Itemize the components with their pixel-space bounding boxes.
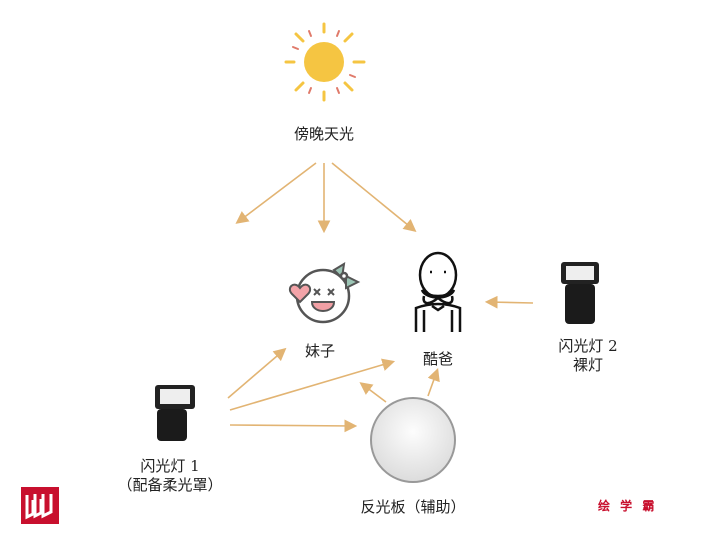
arrow-flash2-dad — [484, 295, 534, 309]
arrow-sky-left — [235, 162, 317, 224]
dad-label: 酷爸 — [422, 350, 453, 368]
girl-icon — [288, 262, 361, 324]
brand-text: 绘 学 霸 — [598, 499, 658, 513]
flash-1-icon — [155, 385, 195, 441]
flash-1-title: 闪光灯 1 — [140, 457, 200, 475]
arrow-flash1-reflector — [229, 419, 358, 433]
light-arrows — [227, 162, 534, 433]
flash-2-label: 闪光灯 2 裸灯 — [545, 337, 631, 375]
flash-1-label: 闪光灯 1 （配备柔光罩） — [105, 457, 235, 495]
brand-logo — [21, 487, 59, 524]
arrow-flash1-girl — [227, 347, 287, 399]
dad-icon — [414, 251, 462, 332]
flash-1-subtitle: （配备柔光罩） — [117, 476, 223, 494]
flash-2-title: 闪光灯 2 — [558, 337, 618, 355]
sun-icon — [284, 22, 366, 102]
flash-2-icon — [561, 262, 599, 324]
arrow-reflector-dad — [427, 367, 440, 397]
reflector-label: 反光板（辅助） — [360, 498, 466, 516]
flash-2-subtitle: 裸灯 — [572, 356, 603, 374]
girl-label: 妹子 — [304, 342, 335, 360]
arrow-reflector-girl — [359, 382, 387, 403]
sky-light-label: 傍晚天光 — [293, 125, 354, 143]
reflector-disc — [370, 397, 456, 483]
arrow-flash1-dad — [229, 358, 396, 411]
arrow-sky-right — [331, 162, 417, 233]
